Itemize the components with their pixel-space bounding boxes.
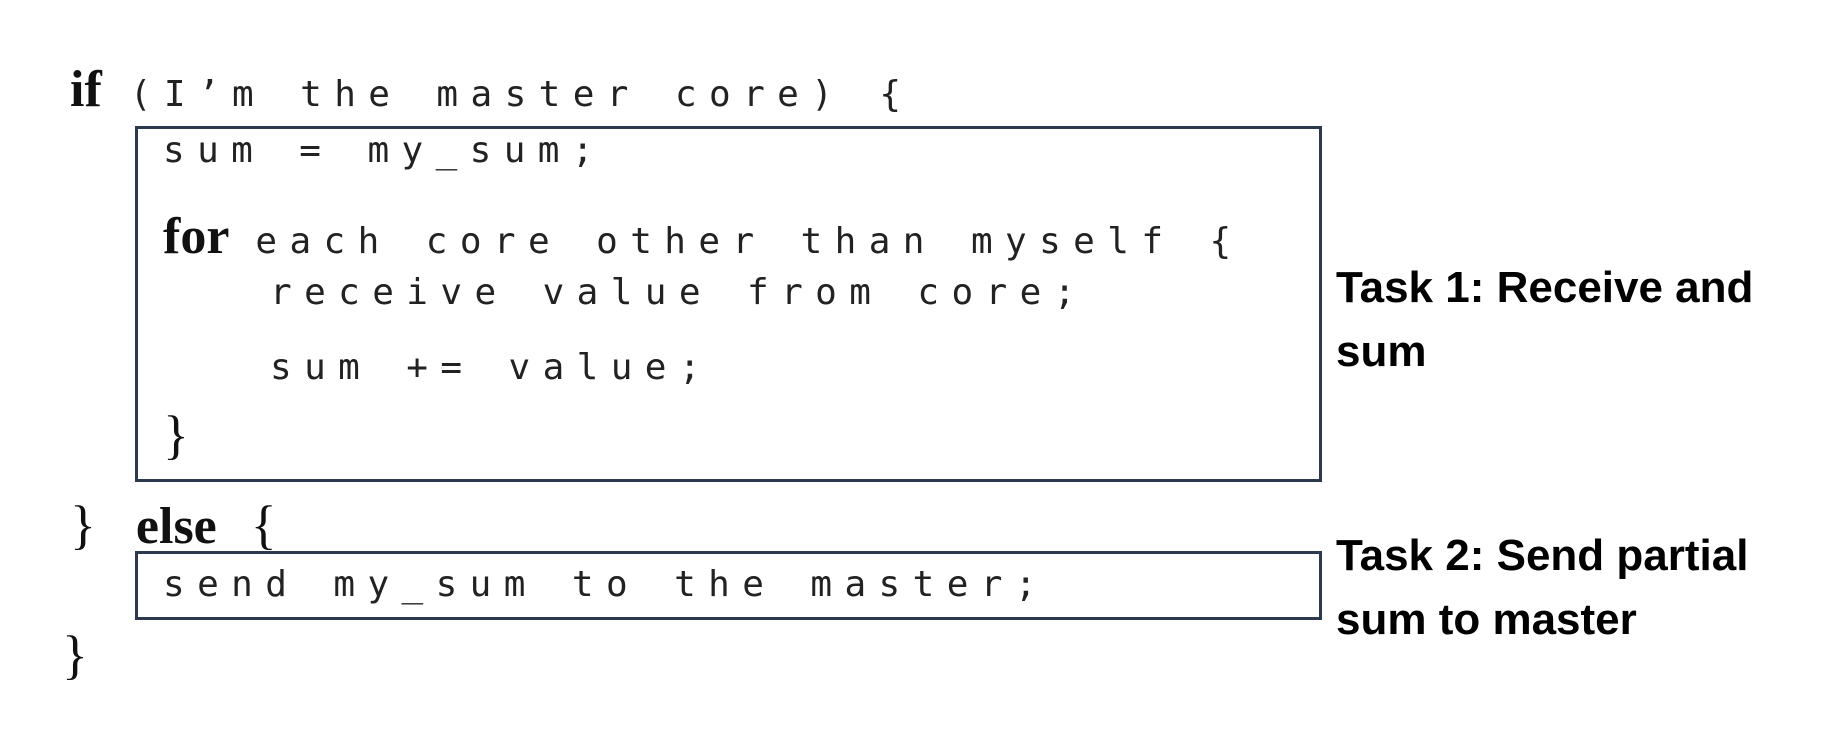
- code-line-for: for each core other than myself {: [155, 195, 1244, 263]
- for-rest: each core other than myself {: [255, 221, 1244, 262]
- if-close-brace: }: [70, 495, 96, 555]
- final-close-brace: }: [62, 625, 88, 685]
- if-keyword: if: [70, 61, 102, 118]
- code-line-if: if (I’m the master core) {: [62, 48, 913, 116]
- task2-box: [135, 551, 1322, 620]
- code-line-else: } else {: [62, 482, 277, 553]
- else-open-brace: {: [250, 495, 277, 555]
- for-close-brace: }: [163, 405, 189, 465]
- task2-label: Task 2: Send partial sum to master: [1336, 531, 1749, 644]
- else-keyword: else: [135, 498, 217, 555]
- code-line-accumulate: sum += value;: [270, 347, 713, 388]
- task1-label: Task 1: Receive and sum: [1336, 263, 1754, 376]
- code-line-send: send my_sum to the master;: [163, 564, 1049, 605]
- if-condition: (I’m the master core) {: [129, 74, 914, 115]
- task1-box: [135, 126, 1322, 482]
- code-line-sum-init: sum = my_sum;: [163, 130, 606, 171]
- for-keyword: for: [163, 208, 230, 265]
- code-line-receive: receive value from core;: [270, 272, 1088, 313]
